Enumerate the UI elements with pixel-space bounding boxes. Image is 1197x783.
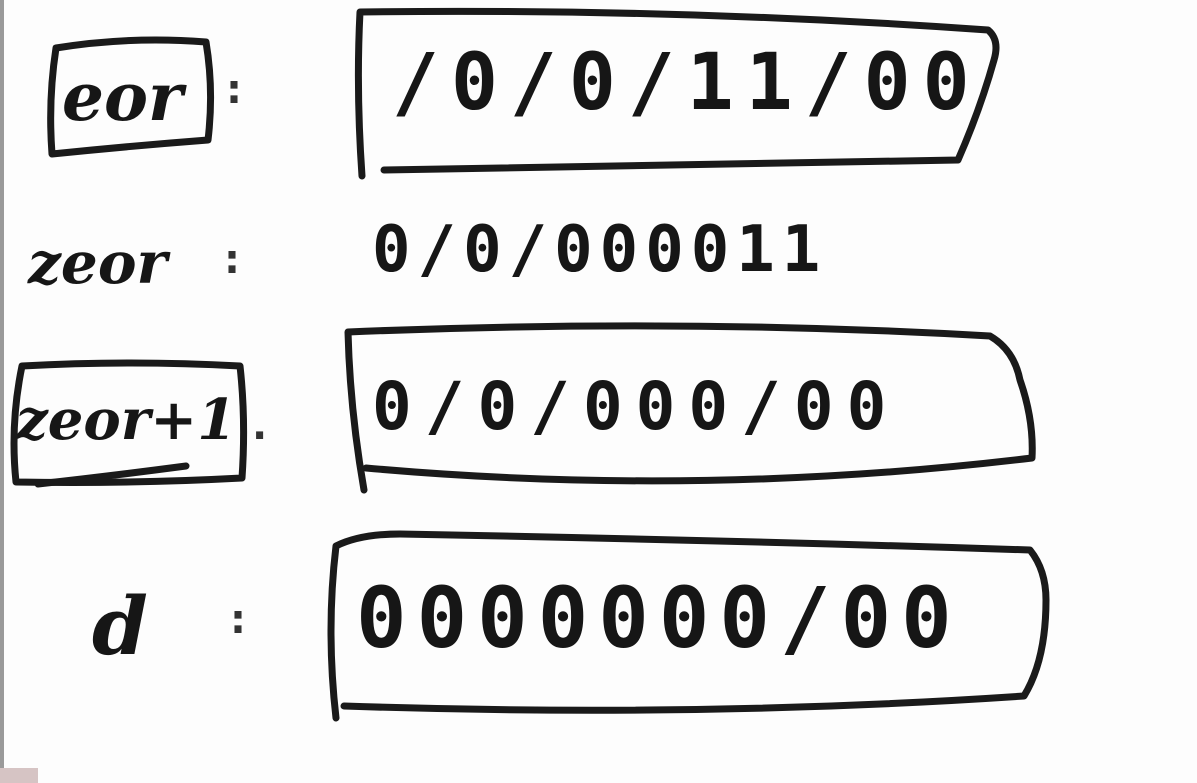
separator-zeor-plus-one: . [252,403,268,449]
separator-d: : [230,597,246,643]
box-zeor-plus-one-underline [34,462,190,488]
canvas-left-border [0,0,4,783]
label-d: d [92,579,148,673]
canvas-corner-swatch [0,768,38,783]
bits-zeor: 0/0/000011 [372,213,828,287]
bits-eor: /0/0/11/00 [392,38,982,128]
bits-d: 0000000/00 [356,569,962,667]
bits-zeor-plus-one: 0/0/000/00 [372,368,900,445]
separator-eor: : [226,67,242,113]
label-zeor-plus-one: zeor+1 [16,387,237,453]
label-zeor: zeor [28,229,168,297]
label-eor: eor [62,58,183,136]
separator-zeor: : [224,237,240,283]
